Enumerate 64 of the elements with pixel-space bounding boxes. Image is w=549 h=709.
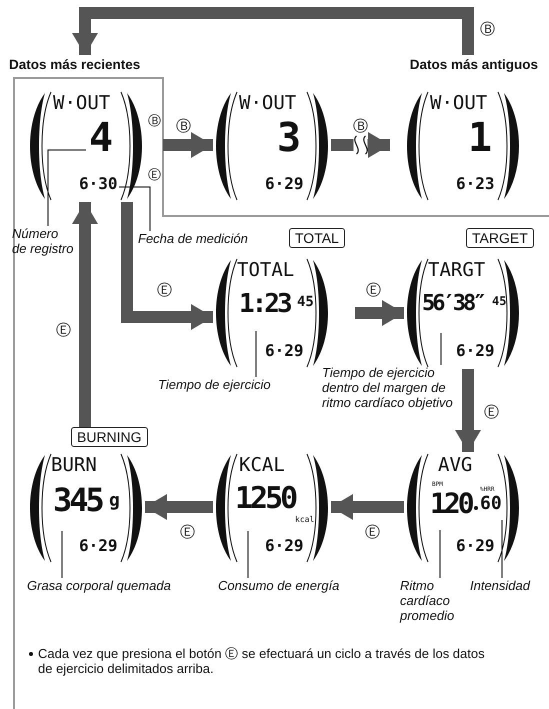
display-text: 45 bbox=[297, 295, 314, 309]
display-text: 1250 bbox=[235, 484, 296, 514]
display-text: 1 bbox=[468, 118, 492, 158]
display-text: W·OUT bbox=[53, 94, 110, 113]
annotation-text: Fecha de medición bbox=[138, 231, 249, 246]
display-text: KCAL bbox=[239, 456, 285, 475]
display-text: 6·29 bbox=[265, 176, 304, 192]
display-text: BURN bbox=[51, 456, 97, 475]
flow-arrow bbox=[145, 494, 213, 520]
edge-label: Ⓔ bbox=[157, 282, 172, 298]
edge-label: Ⓔ bbox=[56, 322, 71, 338]
display-text: W·OUT bbox=[430, 94, 488, 113]
flow-arrow bbox=[355, 300, 404, 326]
display-text: 120 bbox=[430, 490, 472, 518]
display-text: AVG bbox=[438, 456, 472, 475]
callout-bubble: BURNING bbox=[71, 427, 148, 447]
flow-arrow bbox=[72, 202, 98, 427]
display-text: 6·29 bbox=[456, 538, 495, 554]
edge-label: Ⓔ bbox=[365, 524, 380, 540]
display-text: 4 bbox=[89, 118, 114, 158]
leader-line bbox=[118, 186, 150, 232]
display-text: 45 bbox=[492, 295, 506, 307]
display-text: W·OUT bbox=[239, 94, 296, 113]
edge-label: Ⓑ bbox=[353, 118, 368, 134]
display-text: 3 bbox=[277, 118, 302, 158]
annotation-text: Tiempo de ejercicio bbox=[158, 377, 272, 392]
annotation-text: Intensidad bbox=[470, 578, 532, 593]
display-text: 6·23 bbox=[456, 176, 495, 192]
display-text: 56′38″ bbox=[422, 293, 484, 315]
annotation-text: Tiempo de ejercicio dentro del margen de ritmo cardíaco objetivo bbox=[322, 365, 454, 410]
display-text: 345 bbox=[53, 484, 102, 516]
flow-arrow bbox=[331, 494, 404, 520]
annotation-text: Ritmo cardíaco promedio bbox=[400, 578, 456, 623]
section-heading: Datos más antiguos bbox=[410, 57, 538, 72]
annotation-text: Número de registro bbox=[12, 226, 74, 256]
edge-label: Ⓔ bbox=[484, 404, 499, 420]
display-text: TARGT bbox=[428, 261, 486, 280]
display-text: 60 bbox=[480, 495, 502, 513]
callout-bubble: TOTAL bbox=[289, 228, 345, 248]
button-label: Ⓑ bbox=[148, 115, 161, 129]
display-text: 1:23 bbox=[239, 291, 290, 317]
display-text: 6·29 bbox=[265, 343, 304, 359]
leader-line bbox=[48, 150, 86, 226]
display-text: TOTAL bbox=[237, 261, 294, 280]
leader-line bbox=[440, 332, 442, 366]
display-text: 6·29 bbox=[265, 538, 304, 554]
flow-arrow bbox=[121, 202, 213, 330]
section-heading: Datos más recientes bbox=[9, 57, 140, 72]
flow-arrow bbox=[163, 132, 213, 158]
display-text: 6·30 bbox=[79, 176, 118, 192]
flow-arrow bbox=[455, 369, 481, 452]
edge-label: Ⓑ bbox=[176, 118, 191, 134]
edge-label: Ⓑ bbox=[480, 21, 495, 37]
display-text: 6·29 bbox=[79, 538, 118, 554]
display-text: 6·29 bbox=[456, 343, 495, 359]
display-text: g bbox=[109, 492, 120, 510]
callout-bubble: TARGET bbox=[466, 228, 534, 248]
display-text: kcal bbox=[295, 516, 314, 524]
button-label: Ⓔ bbox=[148, 169, 161, 183]
note-text: Cada vez que presiona el botón Ⓔ se efectuará un ciclo a través de los datos de ejercicio delimitados arriba. bbox=[38, 646, 486, 676]
annotation-text: Grasa corporal quemada bbox=[27, 578, 172, 593]
annotation-text: Consumo de energía bbox=[218, 578, 340, 593]
edge-label: Ⓔ bbox=[366, 282, 381, 298]
edge-label: Ⓔ bbox=[180, 524, 195, 540]
